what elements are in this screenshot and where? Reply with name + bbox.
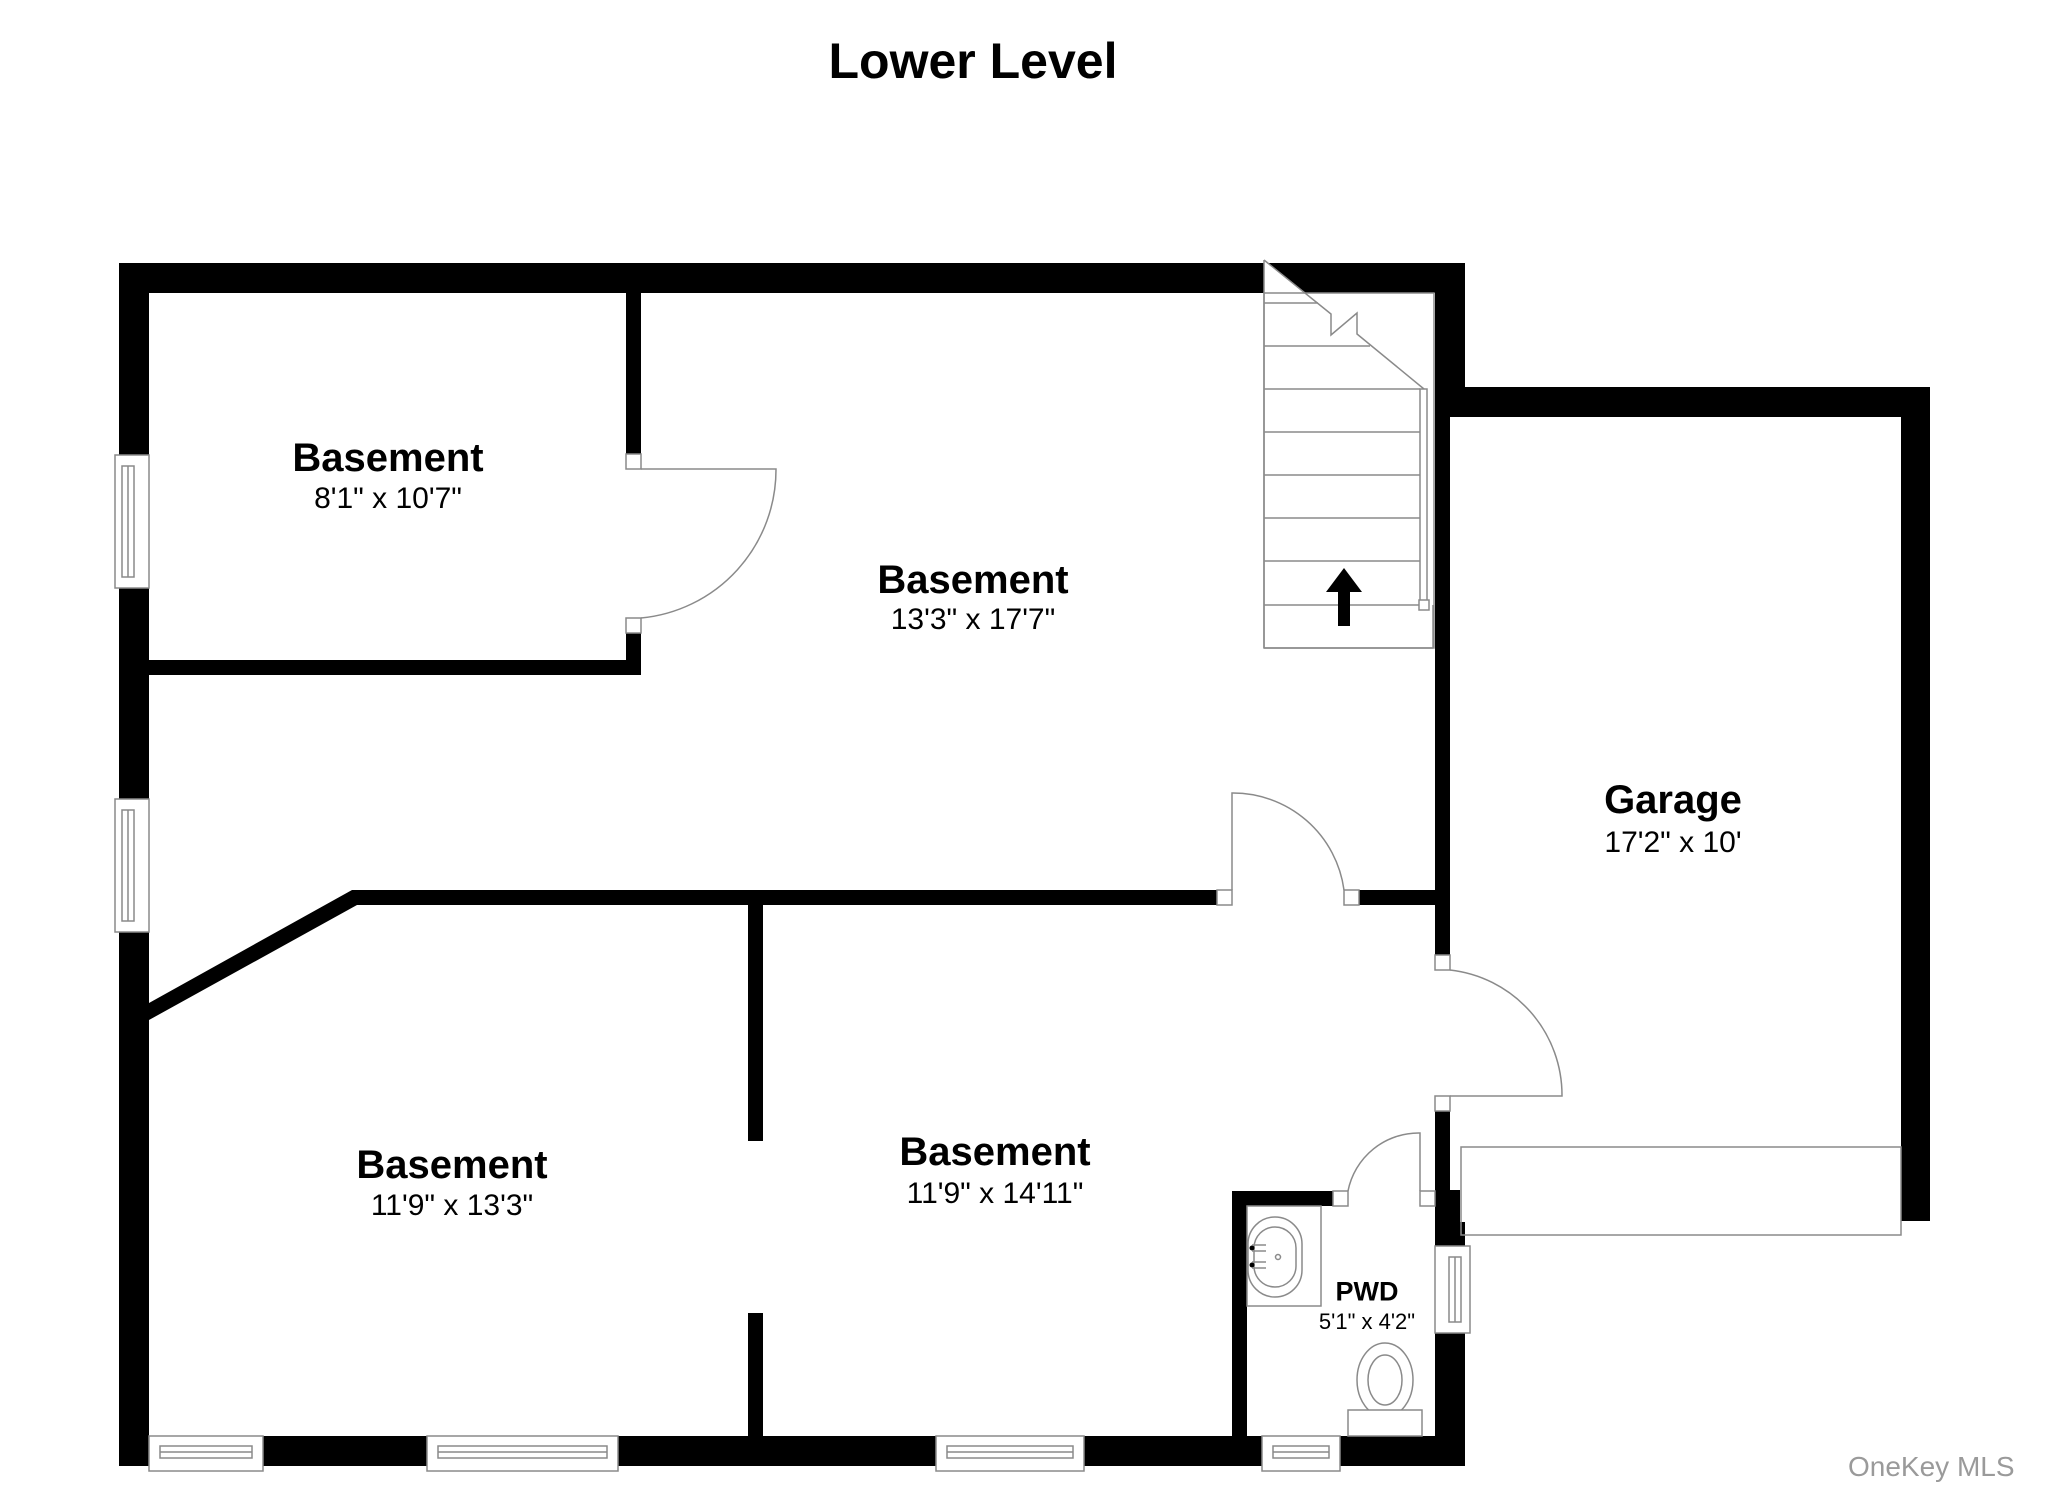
- room-name-basement-top-left: Basement: [292, 436, 484, 480]
- window-bottom-3: [935, 1435, 1085, 1472]
- floor-title: Lower Level: [828, 33, 1118, 89]
- window-bottom-pwd: [1261, 1435, 1341, 1472]
- toilet-icon: [1347, 1342, 1423, 1437]
- window-left-1: [114, 454, 150, 589]
- room-name-garage: Garage: [1604, 778, 1742, 822]
- door-swing-top-left: [640, 468, 777, 619]
- door-swings: [640, 468, 1563, 1192]
- room-name-basement-lower-middle: Basement: [899, 1130, 1091, 1174]
- room-name-basement-main: Basement: [877, 558, 1069, 602]
- room-dims-pwd: 5'1" x 4'2": [1318, 1309, 1416, 1334]
- garage-door: [1460, 1146, 1902, 1236]
- sink-icon: [1246, 1205, 1322, 1307]
- room-dims-basement-lower-middle: 11'9" x 14'11": [906, 1177, 1084, 1210]
- watermark: OneKey MLS: [1848, 1451, 2015, 1482]
- room-dims-garage: 17'2" x 10': [1604, 826, 1742, 859]
- room-dims-basement-main: 13'3" x 17'7": [890, 603, 1056, 636]
- door-swing-pwd: [1347, 1132, 1421, 1192]
- door-jambs: [625, 453, 1451, 1207]
- window-left-2: [114, 798, 150, 933]
- door-swing-middle: [1231, 792, 1345, 891]
- door-swing-garage: [1449, 969, 1563, 1097]
- room-dims-basement-lower-left: 11'9" x 13'3": [370, 1189, 534, 1222]
- room-name-basement-lower-left: Basement: [356, 1143, 548, 1187]
- window-right-pwd: [1434, 1245, 1471, 1334]
- window-bottom-2: [426, 1435, 619, 1472]
- stairs: [1263, 259, 1435, 649]
- window-bottom-1: [148, 1435, 264, 1472]
- room-name-pwd: PWD: [1335, 1276, 1399, 1307]
- room-dims-basement-top-left: 8'1" x 10'7": [314, 482, 462, 515]
- windows: [114, 454, 1471, 1472]
- interior-walls: [149, 293, 1435, 1436]
- stairs-up-arrow-icon: [1326, 568, 1362, 626]
- exterior-walls: [119, 263, 1930, 1466]
